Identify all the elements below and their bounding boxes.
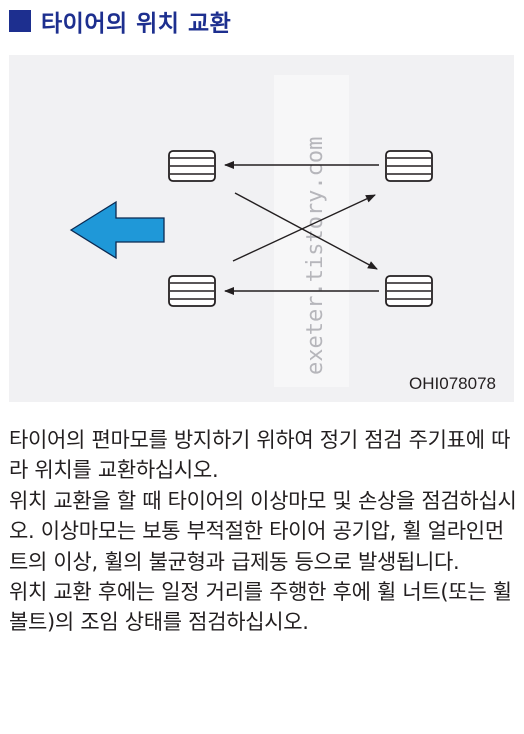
heading-bullet-square [9,10,31,32]
instructions-text: 타이어의 편마모를 방지하기 위하여 정기 점검 주기표에 따라 위치를 교환하… [9,425,519,638]
tire-front-left-icon [168,150,216,182]
section-title: 타이어의 위치 교환 [41,11,232,37]
tire-front-right-icon [385,150,433,182]
tire-rotation-diagram: exeter.tistory.com [69,75,433,387]
paragraph-rotation-schedule: 타이어의 편마모를 방지하기 위하여 정기 점검 주기표에 따라 위치를 교환하… [9,428,511,483]
arrow-rear-left-to-front-right [232,194,376,262]
section-heading: 타이어의 위치 교환 [9,4,231,38]
tire-rear-left-icon [168,275,216,307]
forward-direction-arrow [69,200,165,260]
tire-rear-right-icon [385,275,433,307]
paragraph-inspection: 위치 교환을 할 때 타이어의 이상마모 및 손상을 점검하십시오. 이상마모는… [9,488,517,574]
watermark-band [274,75,349,387]
watermark-text: exeter.tistory.com [303,137,328,375]
arrow-front-left-to-rear-right [234,192,378,270]
paragraph-nut-check: 위치 교환 후에는 일정 거리를 주행한 후에 휠 너트(또는 휠 볼트)의 조… [9,580,512,635]
figure-code: OHI078078 [409,374,496,393]
tire-rotation-figure: exeter.tistory.com [9,55,514,402]
